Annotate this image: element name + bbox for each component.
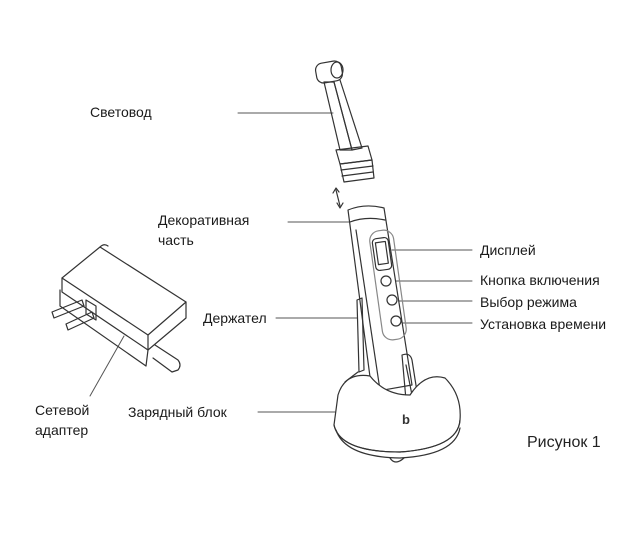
power-button-drawing	[380, 275, 392, 287]
light-guide-drawing	[314, 60, 375, 183]
display-drawing	[371, 236, 393, 272]
label-charging-unit: Зарядный блок	[128, 404, 227, 420]
time-button-drawing	[390, 315, 402, 327]
label-mode-select: Выбор режима	[480, 294, 577, 310]
charging-base-drawing: b	[333, 374, 461, 463]
label-decorative-part-line2: часть	[158, 232, 194, 248]
label-adapter-line2: адаптер	[35, 422, 89, 438]
label-time-setting: Установка времени	[480, 316, 607, 332]
label-holder: Держател	[203, 310, 267, 326]
figure-caption: Рисунок 1	[527, 434, 601, 451]
label-decorative-part-line1: Декоративная	[158, 212, 250, 228]
mode-button-drawing	[386, 294, 398, 306]
attach-arrow-icon	[332, 187, 344, 209]
label-power-button: Кнопка включения	[480, 272, 600, 288]
leader-lines	[89, 112, 473, 413]
label-light-guide: Световод	[90, 104, 152, 120]
label-display: Дисплей	[480, 242, 536, 258]
power-adapter-drawing	[51, 244, 187, 373]
logo-icon: b	[402, 412, 410, 427]
label-adapter-line1: Сетевой	[35, 402, 90, 418]
